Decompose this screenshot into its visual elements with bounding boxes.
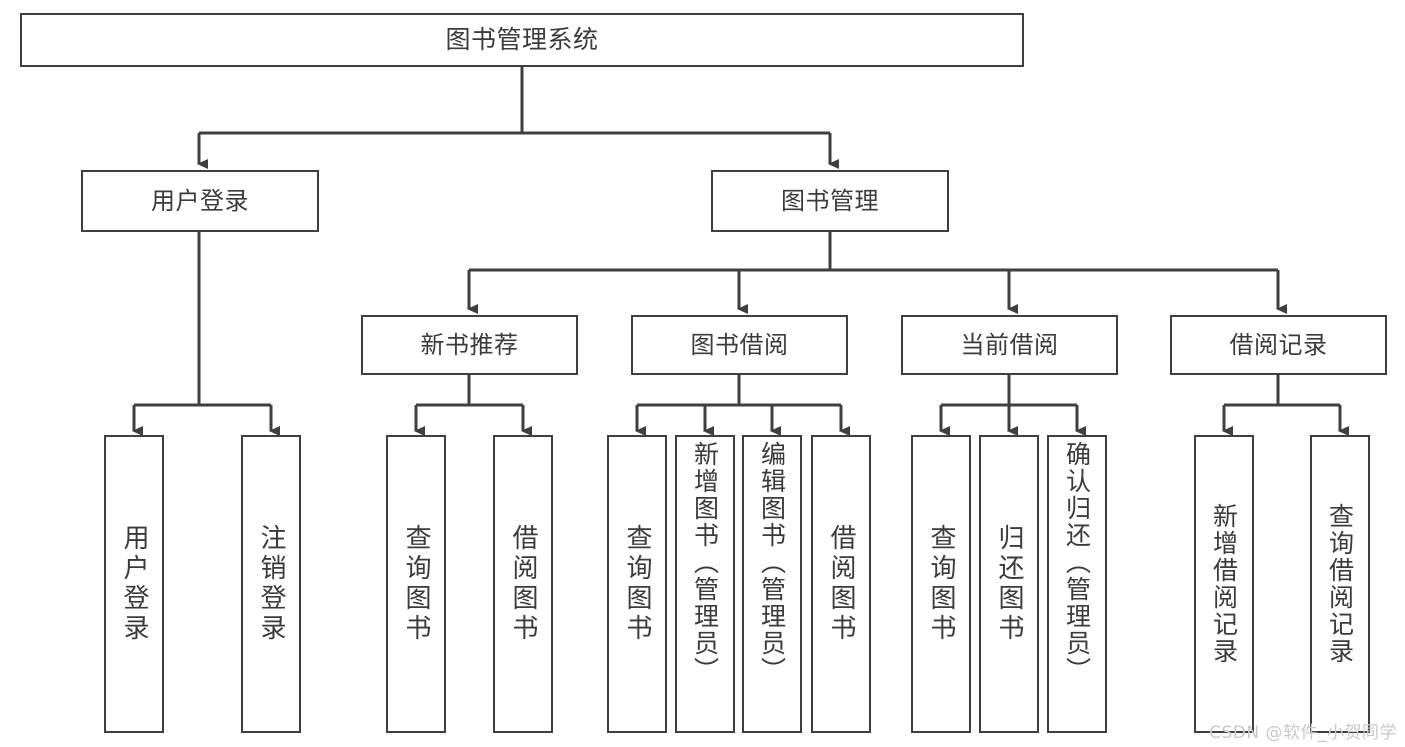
leaf-borrow-add-book-admin[interactable]: 新增图书（管理员） (675, 435, 735, 733)
node-label: 编辑图书（管理员） (757, 441, 787, 684)
node-book-borrow[interactable]: 图书借阅 (631, 315, 848, 375)
node-label: 查询借阅记录 (1325, 503, 1355, 665)
node-label: 当前借阅 (960, 330, 1059, 359)
node-label: 归还图书 (994, 524, 1024, 644)
node-new-book-recommend[interactable]: 新书推荐 (361, 315, 578, 375)
node-label: 新增图书（管理员） (690, 441, 720, 684)
leaf-borrow-borrow-book[interactable]: 借阅图书 (811, 435, 871, 733)
csdn-watermark: CSDN @软件_小贺同学 (1209, 723, 1397, 743)
node-label: 图书借阅 (690, 330, 789, 359)
leaf-current-query-book[interactable]: 查询图书 (911, 435, 971, 733)
node-label: 借阅图书 (826, 524, 856, 644)
node-label: 注销登录 (256, 524, 286, 644)
node-label: 确认归还（管理员） (1062, 441, 1092, 684)
leaf-user-login-signout[interactable]: 注销登录 (241, 435, 301, 733)
node-label: 查询图书 (926, 524, 956, 644)
node-label: 查询图书 (401, 524, 431, 644)
node-book-management[interactable]: 图书管理 (711, 170, 949, 232)
node-label: 新书推荐 (420, 330, 519, 359)
leaf-current-return-book[interactable]: 归还图书 (979, 435, 1039, 733)
leaf-record-add-record[interactable]: 新增借阅记录 (1194, 435, 1254, 733)
node-label: 图书管理系统 (445, 25, 599, 54)
node-label: 用户登录 (151, 186, 249, 215)
node-borrow-record[interactable]: 借阅记录 (1170, 315, 1387, 375)
node-label: 借阅图书 (508, 524, 538, 644)
leaf-record-query-record[interactable]: 查询借阅记录 (1310, 435, 1370, 733)
leaf-current-confirm-return-admin[interactable]: 确认归还（管理员） (1047, 435, 1107, 733)
leaf-user-login-signin[interactable]: 用户登录 (104, 435, 164, 733)
leaf-borrow-query-book[interactable]: 查询图书 (607, 435, 667, 733)
leaf-recommend-borrow-book[interactable]: 借阅图书 (493, 435, 553, 733)
leaf-borrow-edit-book-admin[interactable]: 编辑图书（管理员） (742, 435, 802, 733)
node-label: 查询图书 (622, 524, 652, 644)
node-label: 用户登录 (119, 524, 149, 644)
node-label: 新增借阅记录 (1209, 503, 1239, 665)
node-label: 借阅记录 (1229, 330, 1328, 359)
leaf-recommend-query-book[interactable]: 查询图书 (386, 435, 446, 733)
node-label: 图书管理 (781, 186, 879, 215)
node-user-login[interactable]: 用户登录 (81, 170, 319, 232)
node-root-system[interactable]: 图书管理系统 (20, 13, 1024, 67)
node-current-borrow[interactable]: 当前借阅 (901, 315, 1118, 375)
